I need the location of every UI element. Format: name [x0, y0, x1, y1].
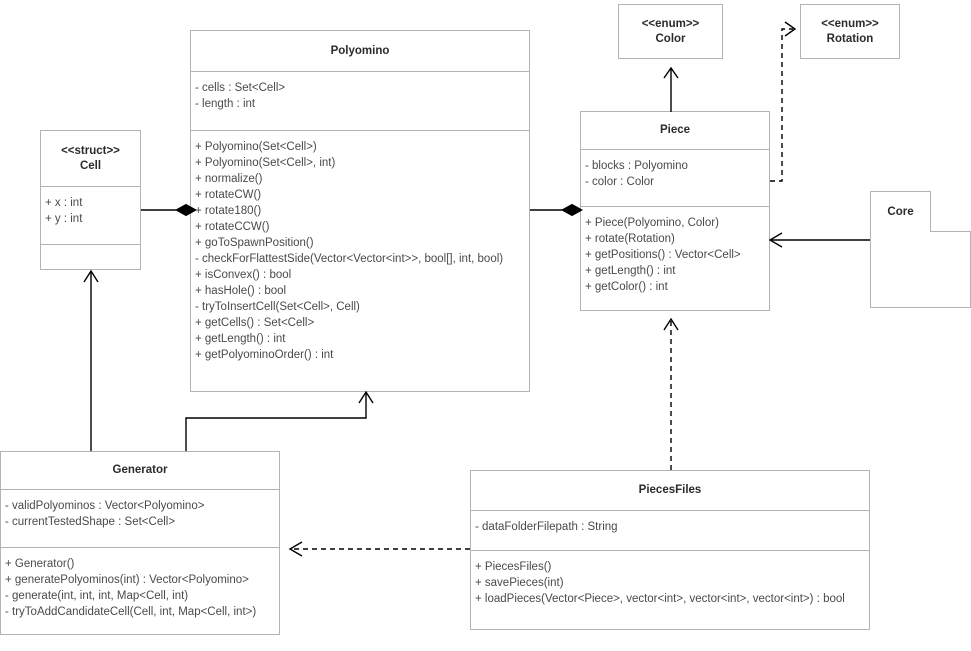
- method-item: + Generator(): [5, 558, 75, 570]
- class-box-piece[interactable]: Piece - blocks : Polyomino - color : Col…: [580, 111, 770, 311]
- connector-piece-rotation: [770, 21, 797, 182]
- class-methods-piecesfiles: + PiecesFiles() + savePieces(int) + load…: [471, 551, 869, 629]
- method-item: + generatePolyominos(int) : Vector<Polyo…: [5, 574, 249, 586]
- class-attributes-cell: + x : int + y : int: [41, 187, 140, 245]
- package-body-core[interactable]: [870, 231, 971, 308]
- class-name-piece: Piece: [659, 124, 691, 136]
- method-item: + getLength() : int: [585, 265, 676, 277]
- method-item: + normalize(): [195, 173, 263, 185]
- attribute-item: - dataFolderFilepath : String: [475, 521, 618, 533]
- method-item: + goToSpawnPosition(): [195, 237, 314, 249]
- class-methods-generator: + Generator() + generatePolyominos(int) …: [1, 548, 279, 634]
- attribute-item: - color : Color: [585, 176, 655, 188]
- class-attributes-generator: - validPolyominos : Vector<Polyomino> - …: [1, 490, 279, 548]
- class-box-rotation[interactable]: <<enum>> Rotation: [800, 4, 900, 59]
- method-item: - generate(int, int, int, Map<Cell, int): [5, 590, 189, 602]
- class-attributes-polyomino: - cells : Set<Cell> - length : int: [191, 72, 529, 131]
- class-box-polyomino[interactable]: Polyomino - cells : Set<Cell> - length :…: [190, 30, 530, 392]
- method-item: + PiecesFiles(): [475, 561, 552, 573]
- class-methods-polyomino: + Polyomino(Set<Cell>) + Polyomino(Set<C…: [191, 131, 529, 391]
- class-name-polyomino: Polyomino: [330, 44, 390, 57]
- attribute-item: + x : int: [45, 197, 83, 209]
- connector-piecesfiles-piece: [663, 317, 679, 470]
- class-name-piecesfiles: PiecesFiles: [638, 484, 702, 496]
- method-item: + getColor() : int: [585, 281, 668, 293]
- package-tab-core[interactable]: Core: [870, 191, 931, 232]
- class-stereotype-cell: <<struct>>: [61, 144, 120, 157]
- method-item: - tryToAddCandidateCell(Cell, int, Map<C…: [5, 606, 257, 618]
- class-name-rotation: Rotation: [826, 32, 874, 45]
- attribute-item: - cells : Set<Cell>: [195, 82, 286, 94]
- attribute-item: - length : int: [195, 98, 256, 110]
- method-item: - tryToInsertCell(Set<Cell>, Cell): [195, 301, 360, 313]
- method-item: + rotateCCW(): [195, 221, 270, 233]
- class-methods-piece: + Piece(Polyomino, Color) + rotate(Rotat…: [581, 207, 769, 310]
- connector-piece-color: [663, 66, 679, 112]
- class-title-rotation: <<enum>> Rotation: [801, 5, 899, 58]
- class-title-cell: <<struct>> Cell: [41, 131, 140, 187]
- method-item: + getCells() : Set<Cell>: [195, 317, 315, 329]
- method-item: + Polyomino(Set<Cell>, int): [195, 157, 336, 169]
- class-name-cell: Cell: [79, 159, 102, 172]
- class-box-piecesfiles[interactable]: PiecesFiles - dataFolderFilepath : Strin…: [470, 470, 870, 630]
- method-item: + rotateCW(): [195, 189, 262, 201]
- package-name-core: Core: [887, 206, 914, 218]
- class-name-color: Color: [655, 32, 686, 45]
- connector-generator-polyomino: [185, 390, 374, 451]
- class-title-polyomino: Polyomino: [191, 31, 529, 72]
- class-box-generator[interactable]: Generator - validPolyominos : Vector<Pol…: [0, 451, 280, 635]
- class-methods-cell: [41, 245, 140, 269]
- connector-generator-cell: [83, 269, 99, 451]
- method-item: + rotate(Rotation): [585, 233, 675, 245]
- attribute-item: + y : int: [45, 213, 83, 225]
- connector-core-piece: [768, 232, 870, 248]
- class-title-piece: Piece: [581, 112, 769, 150]
- connector-piecesfiles-generator: [288, 541, 470, 557]
- class-title-piecesfiles: PiecesFiles: [471, 471, 869, 511]
- class-stereotype-color: <<enum>>: [641, 17, 700, 30]
- class-attributes-piecesfiles: - dataFolderFilepath : String: [471, 511, 869, 551]
- attribute-item: - currentTestedShape : Set<Cell>: [5, 516, 176, 528]
- method-item: + isConvex() : bool: [195, 269, 292, 281]
- class-attributes-piece: - blocks : Polyomino - color : Color: [581, 150, 769, 207]
- class-title-generator: Generator: [1, 452, 279, 490]
- method-item: + getPositions() : Vector<Cell>: [585, 249, 741, 261]
- method-item: + getLength() : int: [195, 333, 286, 345]
- connector-polyomino-piece: [530, 203, 584, 217]
- class-name-generator: Generator: [112, 464, 168, 476]
- method-item: + hasHole() : bool: [195, 285, 287, 297]
- method-item: + getPolyominoOrder() : int: [195, 349, 334, 361]
- connector-cell-polyomino: [141, 203, 198, 217]
- class-box-color[interactable]: <<enum>> Color: [618, 4, 723, 59]
- method-item: + rotate180(): [195, 205, 262, 217]
- attribute-item: - validPolyominos : Vector<Polyomino>: [5, 500, 205, 512]
- method-item: + Piece(Polyomino, Color): [585, 217, 719, 229]
- attribute-item: - blocks : Polyomino: [585, 160, 688, 172]
- method-item: + loadPieces(Vector<Piece>, vector<int>,…: [475, 593, 845, 605]
- class-box-cell[interactable]: <<struct>> Cell + x : int + y : int: [40, 130, 141, 270]
- method-item: + savePieces(int): [475, 577, 564, 589]
- method-item: + Polyomino(Set<Cell>): [195, 141, 317, 153]
- method-item: - checkForFlattestSide(Vector<Vector<int…: [195, 253, 504, 265]
- class-title-color: <<enum>> Color: [619, 5, 722, 58]
- class-stereotype-rotation: <<enum>>: [821, 17, 879, 30]
